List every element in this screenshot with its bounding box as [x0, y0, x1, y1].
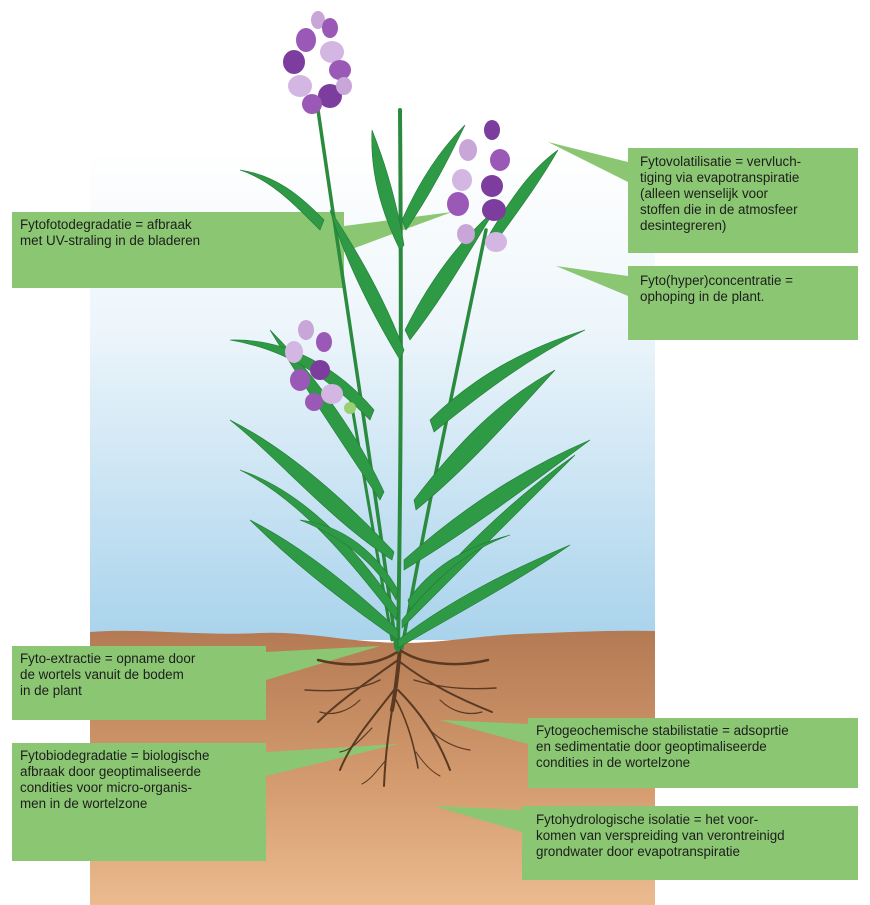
label-fytoextractie: Fyto-extractie = opname door de wortels … [12, 646, 266, 720]
label-fytogeochemische: Fytogeochemische stabilistatie = adsoprt… [528, 718, 858, 788]
label-fytofotodegradatie: Fytofotodegradatie = afbraak met UV-stra… [12, 212, 344, 288]
label-fytovolatilisatie: Fytovolatilisatie = vervluch- tiging via… [628, 148, 858, 253]
label-fytoconcentratie: Fyto(hyper)concentratie = ophoping in de… [628, 266, 858, 340]
label-fytobiodegradatie: Fytobiodegradatie = biologische afbraak … [12, 743, 266, 861]
flower-cluster-top [283, 11, 352, 114]
label-fytohydrologische: Fytohydrologische isolatie = het voor- k… [522, 806, 858, 880]
